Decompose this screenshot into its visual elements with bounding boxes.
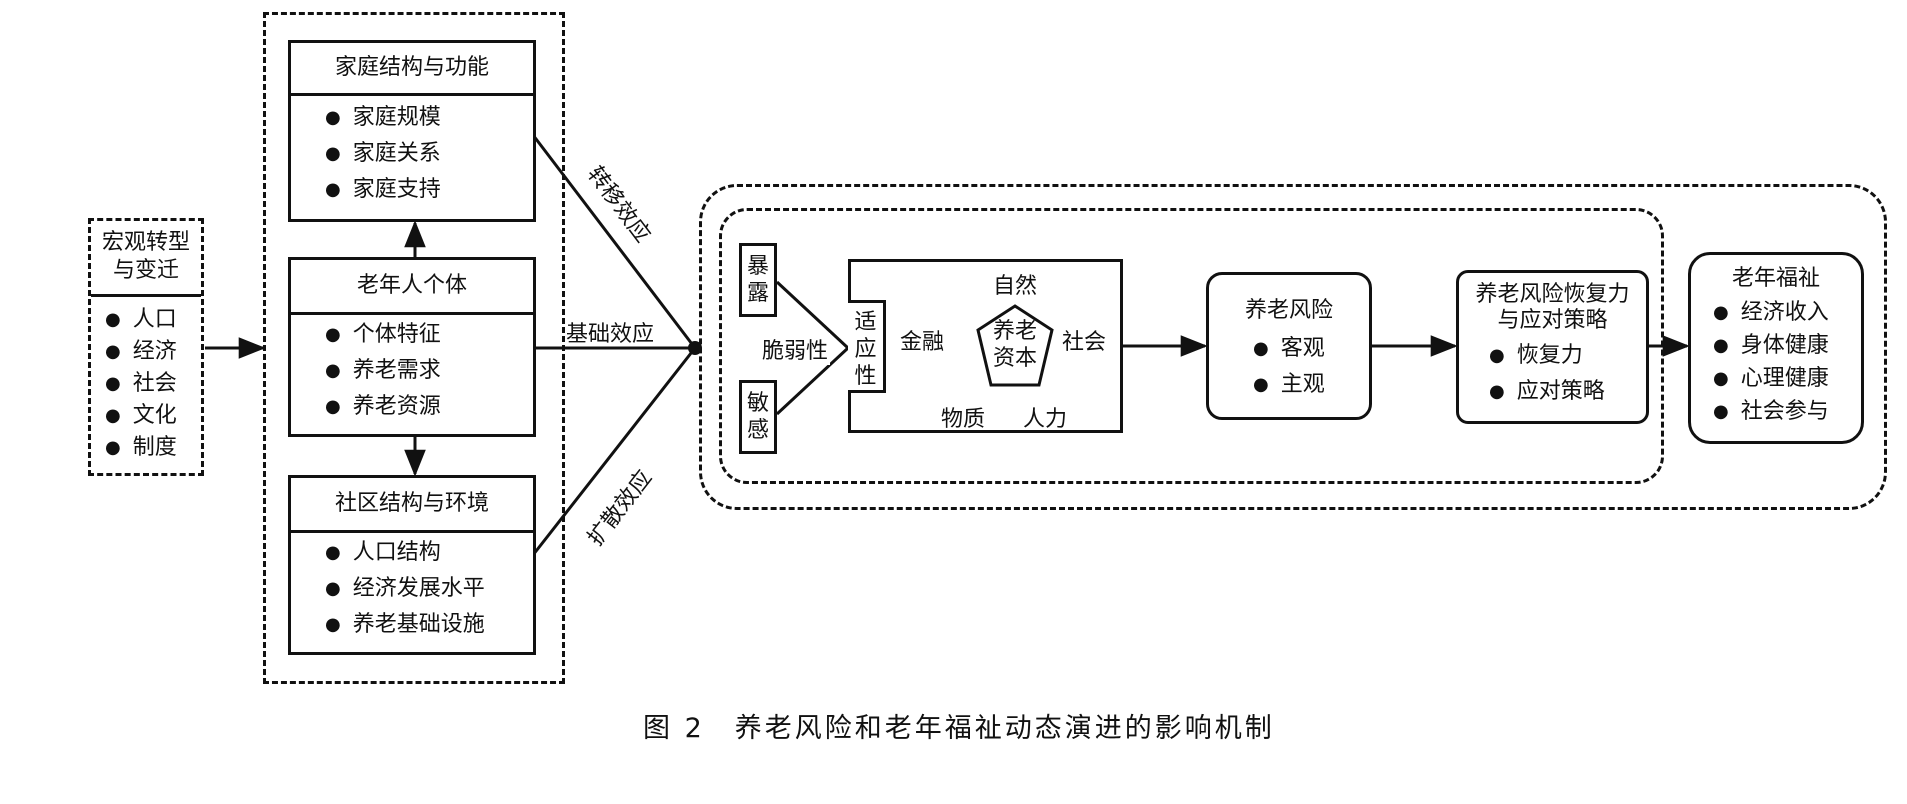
- list-item: 文化: [105, 400, 177, 432]
- base-effect-label: 基础效应: [566, 322, 655, 347]
- list-item: 社会参与: [1713, 396, 1861, 429]
- exposure-box: 暴 露: [739, 243, 777, 317]
- community-list: 人口结构 经济发展水平 养老基础设施: [291, 533, 533, 643]
- factor-group: [263, 12, 565, 684]
- welfare-box: 老年福祉 经济收入 身体健康 心理健康 社会参与: [1688, 252, 1864, 444]
- list-item: 家庭关系: [325, 136, 533, 172]
- list-item: 心理健康: [1713, 363, 1861, 396]
- capital-center-line: 养老: [992, 319, 1037, 344]
- convergence-dot: [688, 341, 702, 355]
- individual-box: 老年人个体 个体特征 养老需求 养老资源: [288, 257, 536, 437]
- list-item: 社会: [105, 368, 177, 400]
- community-box: 社区结构与环境 人口结构 经济发展水平 养老基础设施: [288, 475, 536, 655]
- outer-frame: [699, 184, 1887, 510]
- figure-caption: 图 2 养老风险和老年福祉动态演进的影响机制: [643, 713, 1275, 744]
- capital-pentagon: [976, 304, 1054, 387]
- risk-box: 养老风险 客观 主观: [1206, 272, 1372, 420]
- capital-center-line: 资本: [992, 346, 1037, 371]
- welfare-list: 经济收入 身体健康 心理健康 社会参与: [1691, 293, 1861, 429]
- vulnerability-label: 脆弱性: [760, 333, 831, 365]
- capital-center: 养老 资本: [985, 318, 1045, 372]
- line-exposure-vulnerability: [775, 280, 850, 350]
- macro-box: 宏观转型 与变迁 人口 经济 社会 文化 制度: [88, 218, 204, 476]
- inner-frame: [719, 208, 1664, 484]
- capital-social: 社会: [1062, 330, 1107, 355]
- sensitivity-char: 感: [746, 418, 769, 443]
- capital-natural: 自然: [993, 274, 1038, 299]
- list-item: 个体特征: [325, 317, 533, 353]
- list-item: 经济发展水平: [325, 571, 533, 607]
- list-item: 经济: [105, 336, 177, 368]
- list-item: 养老资源: [325, 389, 533, 425]
- exposure-char: 暴: [746, 254, 769, 279]
- adaptability-char: 性: [854, 364, 877, 389]
- line-sensitivity-vulnerability: [775, 346, 850, 416]
- individual-title: 老年人个体: [291, 260, 533, 315]
- list-item: 身体健康: [1713, 330, 1861, 363]
- line-diffusion-effect: [531, 347, 697, 556]
- resilience-box: 养老风险恢复力 与应对策略 恢复力 应对策略: [1456, 270, 1649, 424]
- family-title: 家庭结构与功能: [291, 43, 533, 96]
- line-transfer-effect: [531, 134, 697, 349]
- capital-human: 人力: [1023, 407, 1068, 432]
- community-title: 社区结构与环境: [291, 478, 533, 533]
- individual-list: 个体特征 养老需求 养老资源: [291, 315, 533, 425]
- family-box: 家庭结构与功能 家庭规模 家庭关系 家庭支持: [288, 40, 536, 222]
- sensitivity-box: 敏 感: [739, 380, 777, 454]
- capital-physical: 物质: [941, 407, 986, 432]
- list-item: 家庭支持: [325, 172, 533, 208]
- list-item: 养老需求: [325, 353, 533, 389]
- list-item: 养老基础设施: [325, 607, 533, 643]
- adaptability-char: 应: [854, 337, 877, 362]
- list-item: 经济收入: [1713, 297, 1861, 330]
- adaptability-char: 适: [854, 310, 877, 335]
- family-list: 家庭规模 家庭关系 家庭支持: [291, 96, 533, 208]
- resilience-list: 恢复力 应对策略: [1459, 334, 1646, 410]
- sensitivity-char: 敏: [746, 391, 769, 416]
- list-item: 人口: [105, 304, 177, 336]
- risk-list: 客观 主观: [1209, 325, 1369, 403]
- list-item: 家庭规模: [325, 100, 533, 136]
- macro-title: 宏观转型 与变迁: [91, 221, 201, 297]
- adaptability-box: 适 应 性: [848, 300, 886, 393]
- list-item: 客观: [1253, 331, 1369, 367]
- list-item: 应对策略: [1489, 374, 1646, 410]
- exposure-char: 露: [746, 281, 769, 306]
- list-item: 制度: [105, 432, 177, 464]
- macro-list: 人口 经济 社会 文化 制度: [105, 304, 177, 464]
- welfare-title: 老年福祉: [1731, 266, 1820, 291]
- resilience-title-line: 养老风险恢复力: [1475, 282, 1630, 307]
- capital-financial: 金融: [900, 330, 945, 355]
- risk-title: 养老风险: [1244, 298, 1333, 323]
- list-item: 人口结构: [325, 535, 533, 571]
- macro-title-line1: 宏观转型: [101, 230, 190, 255]
- list-item: 恢复力: [1489, 338, 1646, 374]
- resilience-title-line: 与应对策略: [1497, 308, 1608, 333]
- resilience-title: 养老风险恢复力 与应对策略: [1459, 282, 1646, 334]
- list-item: 主观: [1253, 367, 1369, 403]
- macro-title-line2: 与变迁: [112, 258, 179, 283]
